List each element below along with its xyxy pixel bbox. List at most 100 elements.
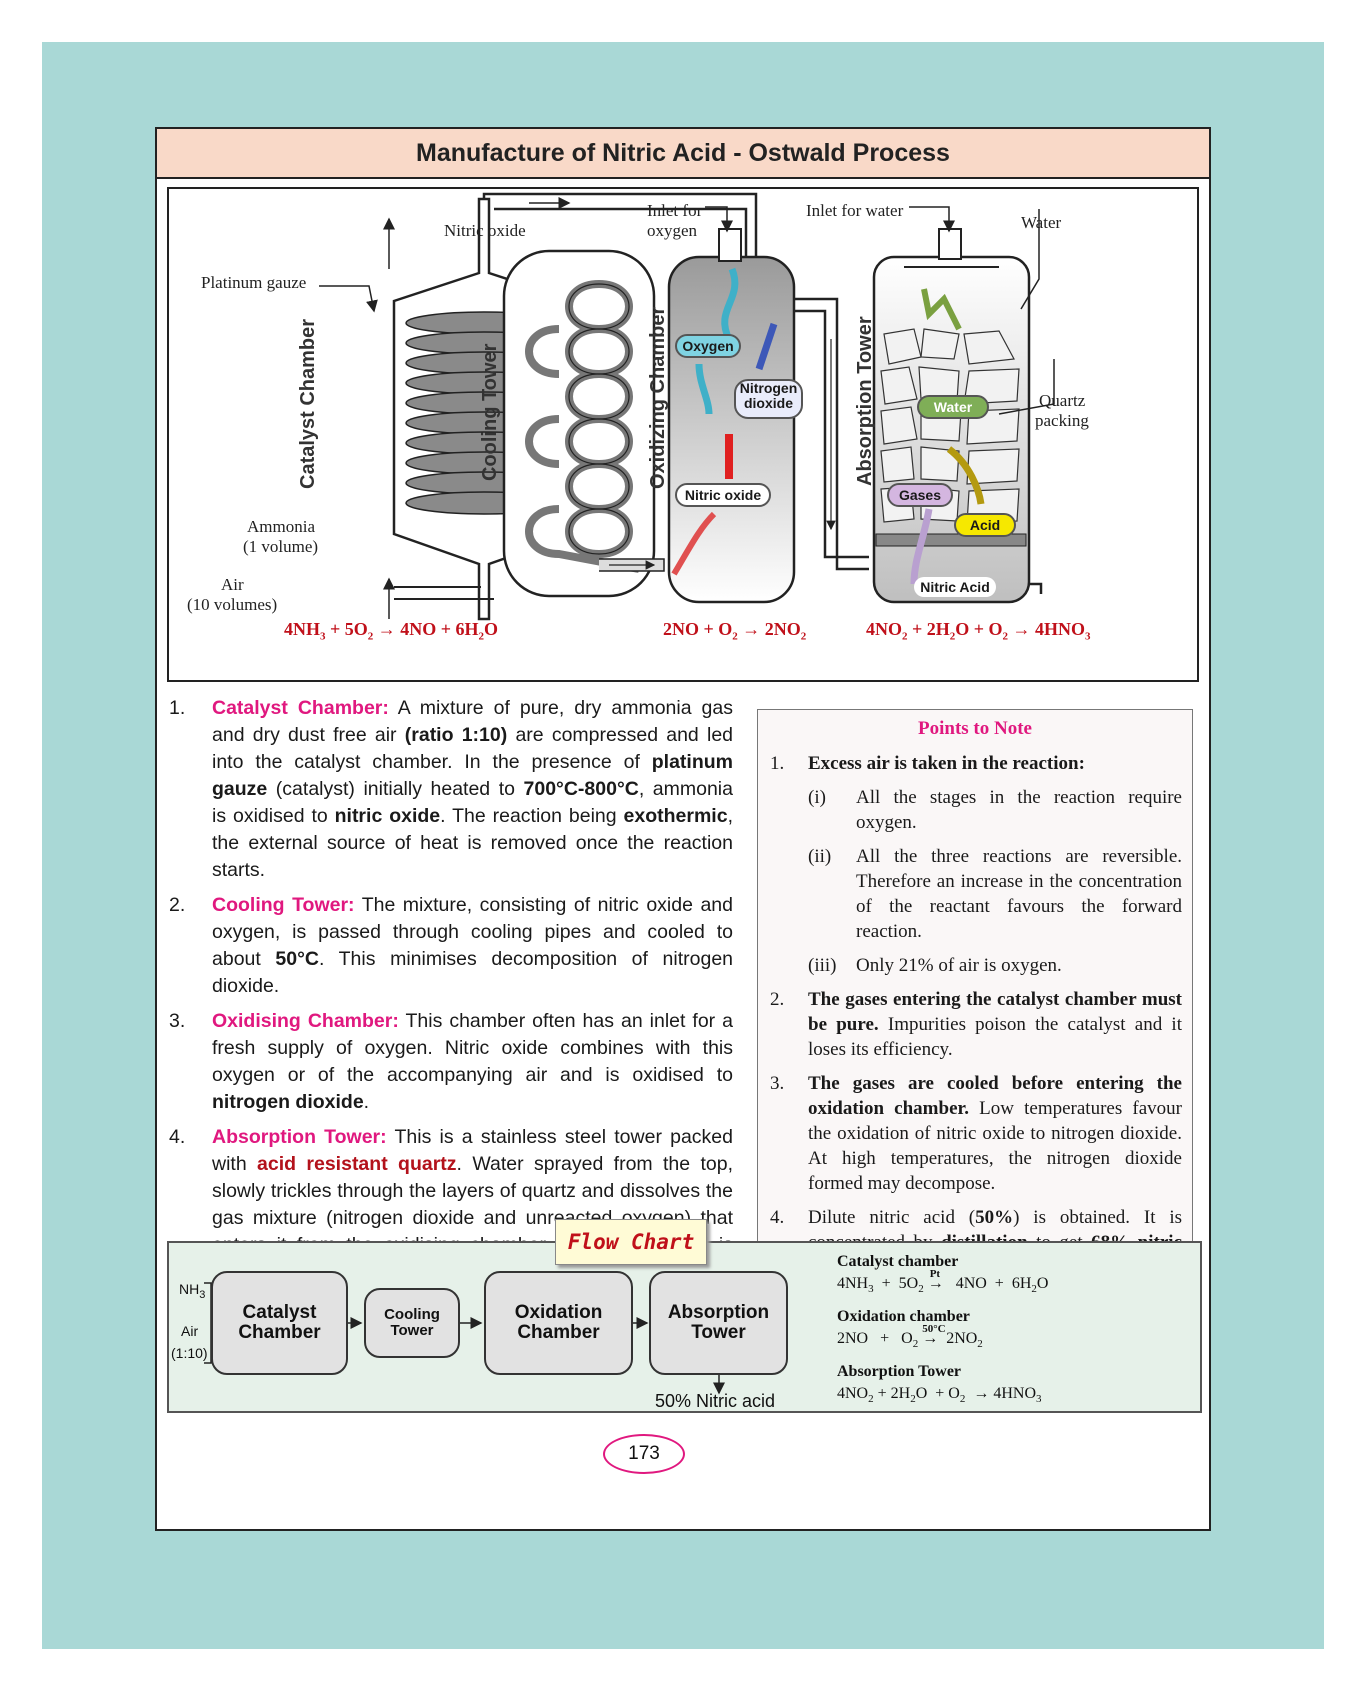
flow-eq-condition: Pt: [929, 1268, 941, 1280]
step-text: (catalyst) initially heated to: [267, 778, 524, 800]
note-bold: The gases entering the catalyst chamber …: [808, 989, 1182, 1035]
step-cooling-tower: 2. Cooling Tower: The mixture, consisting…: [167, 892, 733, 1000]
flow-box-line: Oxidation: [514, 1302, 603, 1324]
step-bold: 700°C-800°C: [523, 778, 639, 800]
absorption-equation: 4NO2 + 2H2O + O2 → 4HNO3: [866, 619, 1091, 643]
flow-box-line: Catalyst: [242, 1302, 317, 1324]
step-number: 2.: [169, 894, 186, 916]
inlet-water-label: Inlet for water: [806, 201, 904, 220]
oxidation-equation: 2NO + O2 → 2NO2: [663, 619, 807, 643]
nitric-oxide-bubble: Nitric oxide: [675, 483, 771, 507]
step-text: This chamber often has an inlet for a fr…: [212, 1010, 733, 1086]
flow-box-line: Tower: [390, 1322, 434, 1339]
air-label: Air: [221, 575, 244, 594]
step-text: . The reaction being: [440, 805, 624, 827]
quartz-label-1: Quartz: [1039, 391, 1086, 410]
note-2: 2. The gases entering the catalyst chambe…: [758, 987, 1192, 1062]
ammonia-volume-label: (1 volume): [243, 537, 319, 556]
note-bold: The gases are cooled before entering the…: [808, 1073, 1182, 1119]
inlet-oxygen-label-1: Inlet for: [647, 201, 703, 220]
step-number: 4.: [169, 1126, 186, 1148]
sub-number: (ii): [808, 846, 832, 867]
quartz-label-2: packing: [1035, 411, 1089, 430]
sub-number: (i): [808, 787, 826, 808]
step-bold: (ratio 1:10): [404, 724, 508, 746]
flow-eq-oxidation: 2NO + O2 50°C→ 2NO2: [837, 1323, 1048, 1355]
flow-eq-heading: Catalyst chamber: [837, 1253, 959, 1270]
nitrogen-dioxide-bubble: Nitrogen dioxide: [734, 379, 803, 419]
page-title: Manufacture of Nitric Acid - Ostwald Pro…: [157, 129, 1209, 179]
step-catalyst-chamber: 1.Catalyst Chamber: A mixture of pure, d…: [167, 695, 733, 884]
note-1: 1.Excess air is taken in the reaction:: [758, 751, 1192, 776]
oxygen-bubble: Oxygen: [675, 334, 741, 358]
note-3: 3. The gases are cooled before entering t…: [758, 1071, 1192, 1196]
sub-text: All the three reactions are reversible. …: [856, 846, 1182, 942]
step-number: 1.: [169, 697, 186, 719]
flow-eq-condition: 50°C: [922, 1323, 946, 1336]
step-bold: nitrogen dioxide: [212, 1091, 364, 1113]
note-number: 2.: [770, 989, 785, 1010]
note-number: 4.: [770, 1207, 785, 1228]
flow-box-line: Absorption: [667, 1302, 770, 1324]
note-text: Dilute nitric acid (: [808, 1207, 976, 1228]
air-volume-label: (10 volumes): [187, 595, 278, 614]
note-1-sub-iii: (iii) Only 21% of air is oxygen.: [758, 953, 1192, 978]
content-frame: Manufacture of Nitric Acid - Ostwald Pro…: [155, 127, 1211, 1531]
step-heading: Oxidising Chamber:: [212, 1010, 399, 1032]
absorption-tower-label: Absorption Tower: [854, 316, 876, 486]
note-number: 1.: [770, 753, 785, 774]
apparatus-drawing: [319, 192, 1055, 621]
page-number: 173: [603, 1434, 685, 1474]
nitric-acid-label: Nitric Acid: [914, 577, 996, 597]
flow-output-label: 50% Nitric acid: [655, 1391, 776, 1411]
step-oxidising-chamber: 3. Oxidising Chamber: This chamber often …: [167, 1008, 733, 1116]
flow-input-air: Air: [181, 1323, 199, 1339]
points-to-note-title: Points to Note: [918, 718, 1032, 739]
acid-bubble: Acid: [954, 513, 1016, 537]
gases-bubble: Gases: [887, 483, 953, 507]
note-1-sub-ii: (ii) All the three reactions are reversib…: [758, 844, 1192, 944]
flow-eq-absorption: 4NO2 + 2H2O + O2 → 4HNO3: [837, 1385, 1042, 1406]
flow-eq-heading: Oxidation chamber: [837, 1308, 970, 1326]
step-highlight: acid resistant quartz: [257, 1153, 457, 1175]
step-bold: exothermic: [623, 805, 728, 827]
flow-chart-tag: Flow Chart: [555, 1219, 707, 1265]
step-text: A mixture of pure, dry ammonia gas and d…: [212, 697, 733, 746]
note-number: 3.: [770, 1073, 785, 1094]
cooling-tower: [502, 249, 665, 598]
flow-eq-catalyst: 4NH3 + 5O2 Pt→ 4NO + 6H2O: [837, 1268, 1048, 1300]
sub-text: Only 21% of air is oxygen.: [856, 955, 1062, 976]
step-number: 3.: [169, 1010, 186, 1032]
points-to-note-box: Points to Note 1.Excess air is taken in …: [757, 709, 1193, 1284]
nitrogen-dioxide-line-2: dioxide: [743, 395, 793, 412]
note-bold: 50%: [975, 1207, 1014, 1228]
step-heading: Absorption Tower:: [212, 1126, 387, 1148]
cooling-tower-label: Cooling Tower: [479, 343, 501, 481]
sub-number: (iii): [808, 955, 837, 976]
flow-box-line: Chamber: [517, 1322, 600, 1343]
step-text: are compressed and led into the catalyst…: [212, 724, 734, 773]
step-text: The mixture, consisting of nitric oxide …: [212, 894, 733, 970]
step-bold: nitric oxide: [334, 805, 441, 827]
flow-equations: Catalyst chamber 4NH3 + 5O2 Pt→ 4NO + 6H…: [837, 1251, 1048, 1411]
inlet-oxygen-label-2: oxygen: [647, 221, 698, 240]
flow-input-ratio: (1:10): [171, 1345, 208, 1361]
step-bold: 50°C: [275, 948, 319, 970]
catalyst-equation: 4NH3 + 5O2 → 4NO + 6H2O: [284, 619, 499, 643]
process-steps: 1.Catalyst Chamber: A mixture of pure, d…: [167, 695, 733, 1294]
note-text: Low temperatures favour the oxidation of…: [808, 1098, 1182, 1194]
water-bubble: Water: [917, 395, 989, 419]
step-heading: Cooling Tower:: [212, 894, 355, 916]
flow-input-nh3: NH3: [179, 1281, 206, 1301]
sub-text: All the stages in the reaction require o…: [856, 787, 1182, 833]
step-text: . This minimises decomposition of nitrog…: [212, 948, 734, 997]
catalyst-chamber-label: Catalyst Chamber: [297, 318, 319, 489]
step-bold: platinum gauze: [212, 751, 733, 800]
flow-eq-heading: Absorption Tower: [837, 1363, 962, 1381]
step-text: , the external source of heat is removed…: [212, 805, 733, 881]
